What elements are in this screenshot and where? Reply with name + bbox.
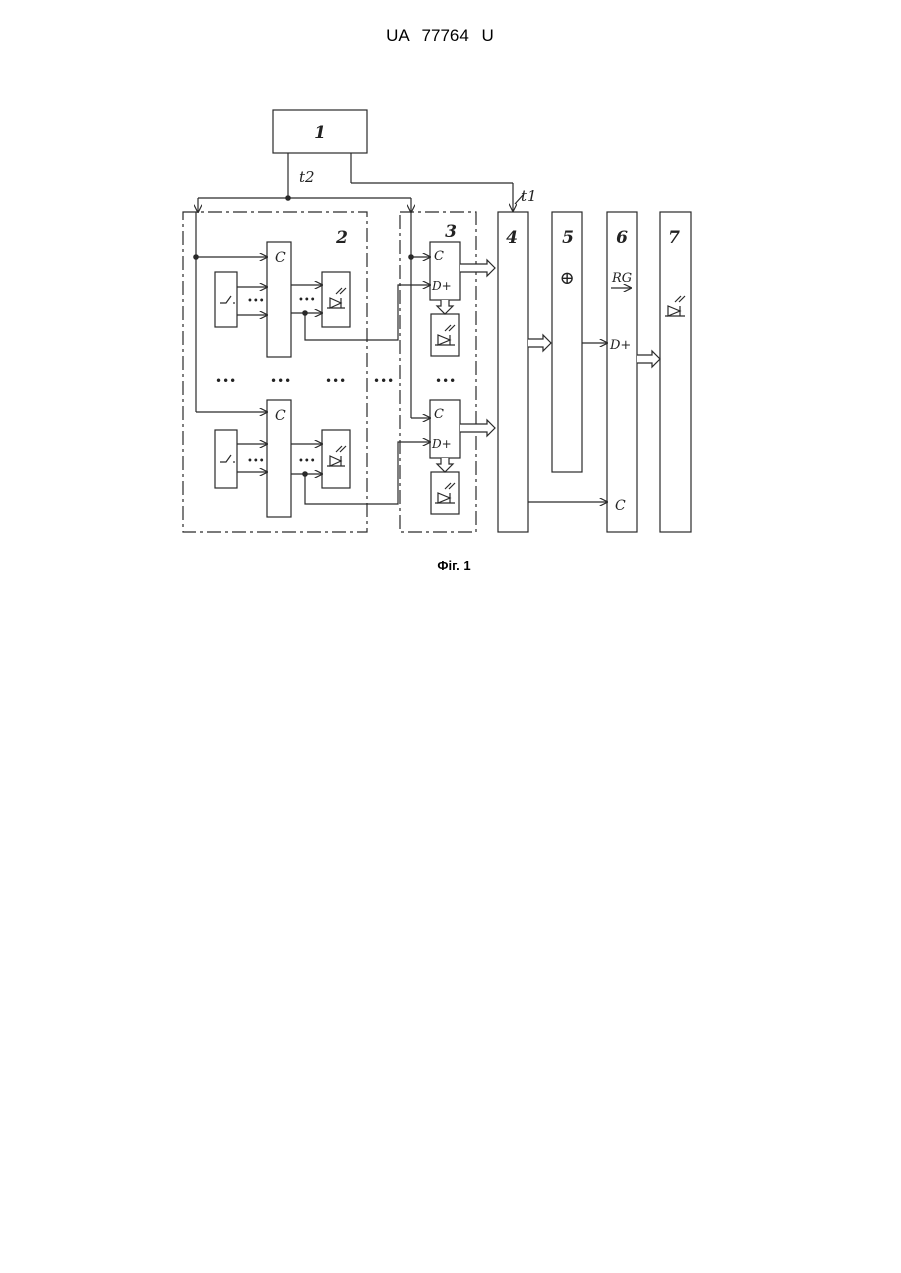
svg-text:6: 6: [616, 228, 628, 248]
svg-text:•••: •••: [325, 374, 346, 388]
block-diagram-figure: 1 t2 t1 2 ••• C ••: [175, 100, 705, 545]
svg-text:3: 3: [445, 222, 457, 242]
svg-text:•••: •••: [247, 296, 265, 307]
svg-text:1: 1: [314, 123, 326, 143]
xor-symbol: ⊕: [559, 268, 574, 289]
patent-number: UA 77764 U: [0, 26, 880, 46]
block-5: 5 ⊕: [552, 212, 607, 472]
clock-lines: [198, 153, 524, 212]
ellipsis-row: •••: [215, 374, 236, 388]
svg-text:C: C: [275, 408, 286, 424]
svg-text:•••: •••: [298, 295, 316, 306]
svg-text:4: 4: [506, 228, 518, 248]
block-7: 7: [660, 212, 691, 532]
block-1: 1: [273, 110, 367, 153]
block-2-group: 2 ••• C •••: [183, 212, 430, 532]
led-indicator-icon: [665, 296, 685, 316]
led-icon: [327, 446, 346, 466]
svg-text:C: C: [434, 407, 444, 422]
svg-text:2: 2: [335, 228, 348, 248]
upper-channel: ••• C •••: [215, 242, 430, 357]
block-6: 6 RG D+ C: [607, 212, 660, 532]
lower-channel: ••• C •••: [215, 400, 430, 517]
signal-t1: t1: [521, 187, 537, 205]
svg-text:7: 7: [668, 228, 680, 248]
svg-text:•••: •••: [247, 456, 265, 467]
signal-t2: t2: [299, 168, 315, 186]
svg-text:RG: RG: [611, 271, 632, 286]
svg-text:D+: D+: [431, 279, 452, 293]
svg-text:•••: •••: [298, 456, 316, 467]
led-icon: [327, 288, 346, 308]
figure-caption: Фіг. 1: [0, 558, 901, 573]
svg-text:D+: D+: [431, 437, 452, 451]
block-3-group: 3 C D+ ••• C D+: [400, 212, 495, 532]
svg-text:•••: •••: [373, 374, 394, 388]
svg-text:C: C: [434, 249, 444, 264]
svg-text:5: 5: [562, 228, 574, 248]
svg-text:D+: D+: [609, 338, 631, 353]
svg-text:C: C: [615, 498, 626, 514]
svg-text:•••: •••: [435, 374, 456, 388]
svg-text:C: C: [275, 250, 286, 266]
svg-text:•••: •••: [270, 374, 291, 388]
